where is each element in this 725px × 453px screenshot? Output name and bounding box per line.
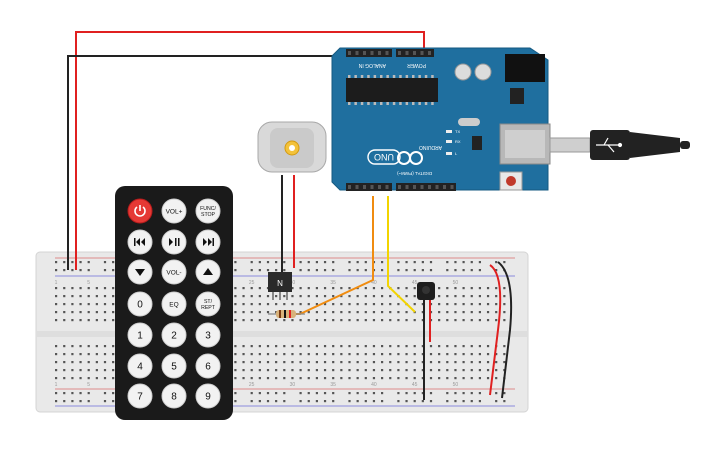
remote-button-label: 9 [205,392,211,403]
power-label: POWER [407,62,426,68]
resistor [268,310,305,318]
remote-button-9[interactable]: 9 [195,383,221,409]
digital-header-2 [396,183,456,191]
remote-button-0[interactable]: 0 [127,291,153,317]
column-label-top: 50 [453,280,459,286]
column-label-top: 35 [330,280,336,286]
remote-button-label: 3 [205,331,211,342]
remote-button-power[interactable] [127,198,153,224]
remote-button-label: VOL+ [166,208,183,215]
yellow-wire-ir [387,196,416,313]
column-label-top: 45 [412,280,418,286]
rx-label: RX [455,139,461,144]
remote-button-3[interactable]: 3 [195,322,221,348]
remote-button-label: 4 [137,362,143,373]
prev-icon [134,238,145,246]
remote-button-label: 1 [137,331,143,342]
wires [67,31,513,400]
remote-button-label: 8 [171,392,177,403]
remote-button-label: 0 [137,300,143,311]
remote-button-label: VOL- [166,269,181,276]
column-label-top: 1 [55,280,58,286]
digital-label: DIGITAL (PWM~) [397,171,432,176]
remote-button-vol+[interactable]: VOL+ [161,198,187,224]
digital-header-1 [346,183,392,191]
remote-button-prev[interactable] [127,229,153,255]
column-label-bottom: 50 [453,382,459,388]
column-label-bottom: 5 [87,382,90,388]
analog-header [346,49,392,57]
dc-power-jack [505,54,545,82]
column-label-bottom: 1 [55,382,58,388]
remote-button-label: 5 [171,362,177,373]
column-label-bottom: 30 [290,382,296,388]
remote-button-5[interactable]: 5 [161,353,187,379]
remote-button-eq[interactable]: EQ [161,291,187,317]
down-icon [135,269,145,276]
playpause-icon [169,238,180,246]
capacitor-2 [474,63,492,81]
arduino-logo [397,151,423,165]
next-icon [203,238,214,246]
remote-button-vol-[interactable]: VOL- [161,259,187,285]
remote-button-2[interactable]: 2 [161,322,187,348]
column-label-bottom: 45 [412,382,418,388]
analog-in-label: ANALOG IN [358,62,386,68]
remote-button-playpause[interactable] [161,229,187,255]
uno-label: UNO [374,152,394,162]
l-label: L [455,151,458,156]
column-label-top: 30 [290,280,296,286]
remote-button-6[interactable]: 6 [195,353,221,379]
red-wire-5v [75,31,425,270]
arduino-uno-board: ANALOG IN POWER TX RX L UNO ARDU [331,47,551,191]
remote-button-1[interactable]: 1 [127,322,153,348]
remote-button-8[interactable]: 8 [161,383,187,409]
remote-button-next[interactable] [195,229,221,255]
remote-button-strept[interactable]: ST/REPT [195,291,221,317]
column-label-bottom: 35 [330,382,336,388]
black-wire-rail [497,261,513,399]
column-label-top: 5 [87,280,90,286]
up-icon [203,268,213,275]
remote-button-label: 2 [171,331,177,342]
tx-label: TX [455,129,460,134]
remote-button-label: ST/REPT [201,299,216,311]
remote-button-up[interactable] [195,259,221,285]
usb-cable [549,130,690,160]
remote-button-label: FUNC/STOP [200,206,216,218]
capacitor-1 [454,63,472,81]
column-label-top: 25 [249,280,255,286]
remote-button-label: EQ [169,301,178,308]
power-icon [134,205,146,217]
atmega-chip [346,78,438,102]
remote-button-funcstop[interactable]: FUNC/STOP [195,198,221,224]
black-wire-gnd [67,55,430,270]
remote-button-4[interactable]: 4 [127,353,153,379]
dc-motor [257,121,327,173]
red-wire-rail [489,264,502,396]
remote-button-down[interactable] [127,259,153,285]
column-label-top: 40 [371,280,377,286]
ir-receiver [417,282,435,300]
remote-button-label: 7 [137,392,143,403]
column-label-bottom: 40 [371,382,377,388]
remote-button-7[interactable]: 7 [127,383,153,409]
arduino-brand: ARDUINO [419,144,442,150]
ir-remote: VOL+ FUNC/STOP VOL- 0 EQ ST/REPT 1 2 3 4 5 6 7 8 9 [115,186,233,420]
npn-transistor: N [268,272,292,300]
remote-button-label: 6 [205,362,211,373]
column-label-bottom: 25 [249,382,255,388]
transistor-label: N [277,279,283,288]
